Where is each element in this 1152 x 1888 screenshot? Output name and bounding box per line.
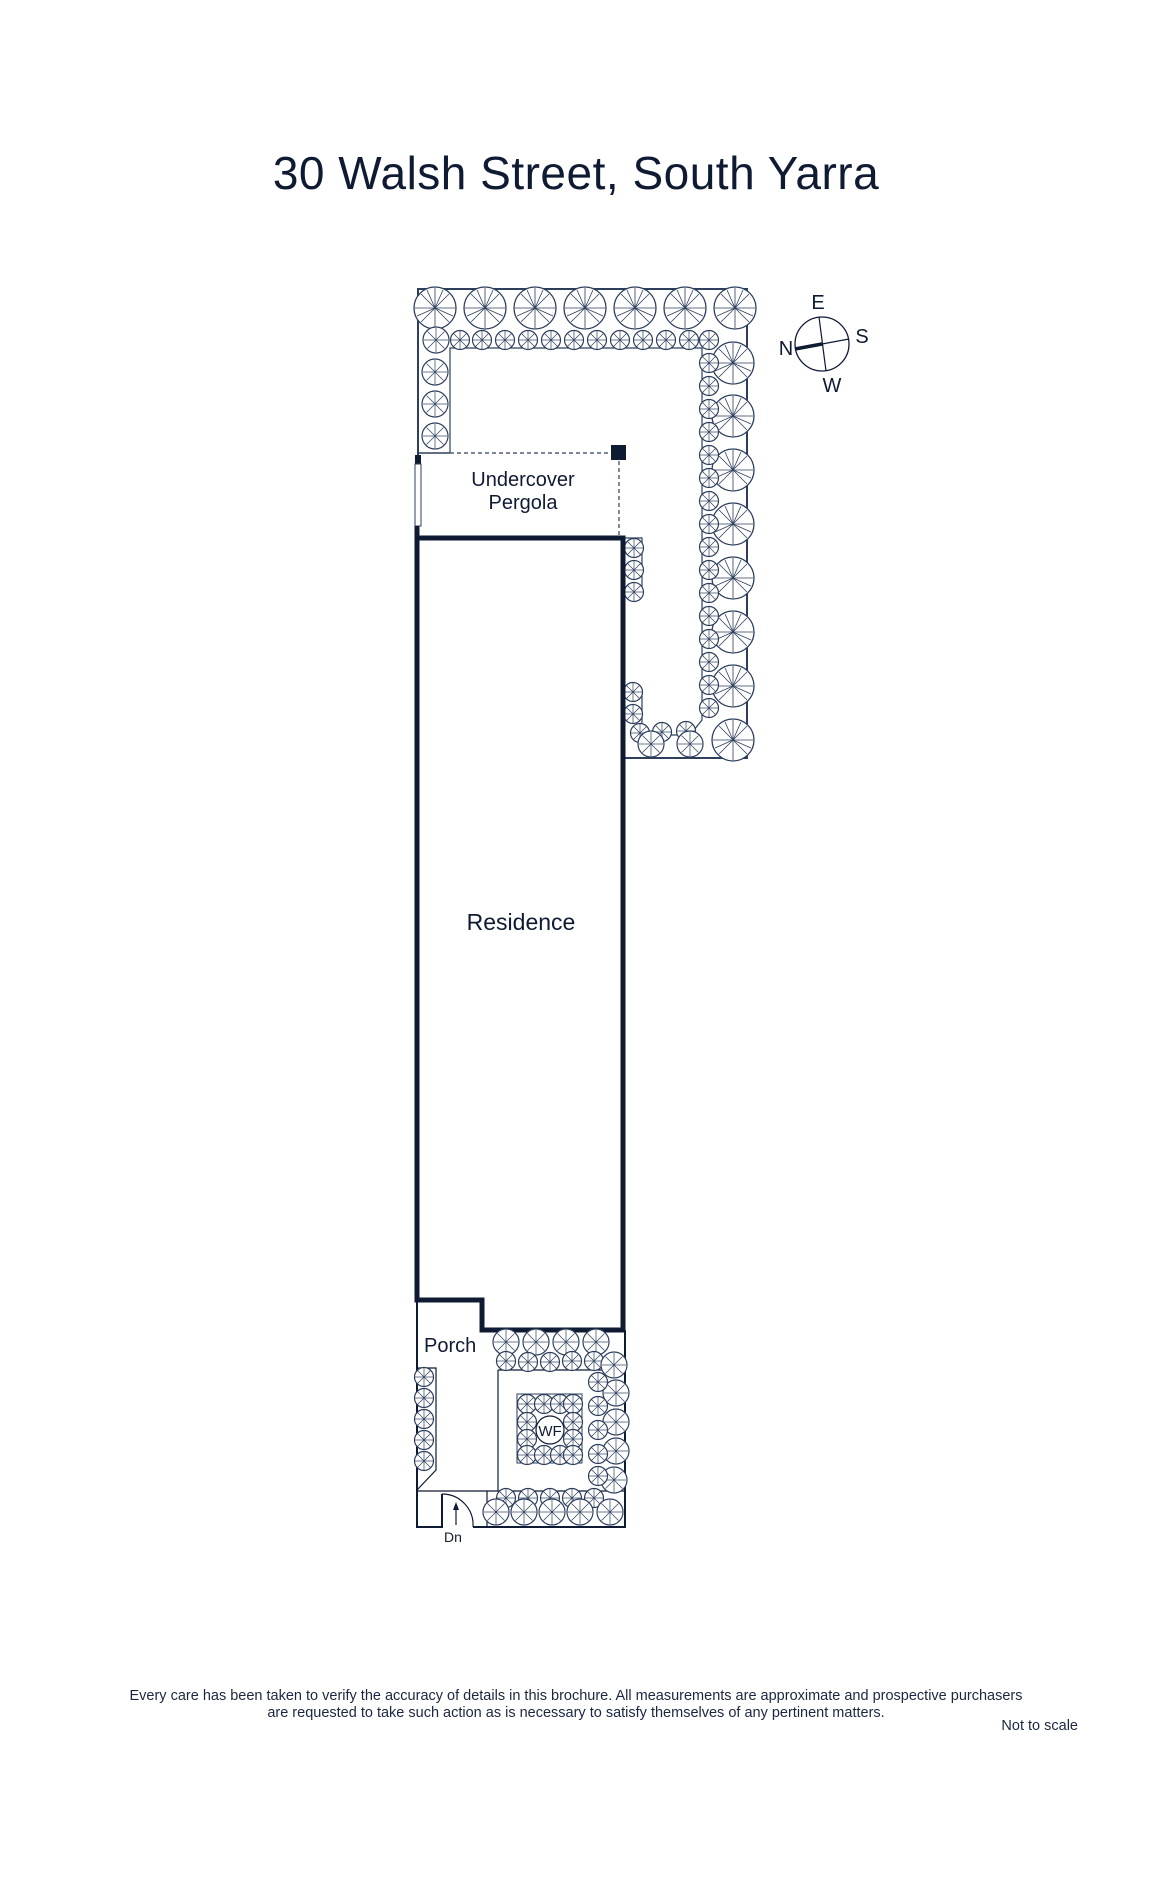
undercover-pergola: Undercover Pergola <box>414 445 626 538</box>
stairs-down-label: Dn <box>444 1529 462 1545</box>
porch-label: Porch <box>424 1335 476 1357</box>
svg-text:S: S <box>855 326 868 348</box>
water-feature-label: WF <box>538 1423 561 1440</box>
water-feature: WF <box>516 1393 584 1466</box>
svg-text:N: N <box>779 338 793 360</box>
disclaimer-line-2: are requested to take such action as is … <box>267 1705 885 1721</box>
svg-text:W: W <box>823 375 842 397</box>
pergola-post <box>611 445 626 460</box>
residence: Residence <box>414 526 626 1333</box>
not-to-scale-note: Not to scale <box>1001 1718 1078 1734</box>
rear-garden-trees <box>413 286 757 762</box>
compass: E S N W <box>779 292 869 397</box>
page-title: 30 Walsh Street, South Yarra <box>272 147 880 199</box>
pergola-label-2: Pergola <box>489 492 559 514</box>
compass-rose-icon <box>794 316 850 372</box>
svg-text:E: E <box>811 292 824 314</box>
residence-label: Residence <box>467 909 576 935</box>
window <box>414 463 422 527</box>
rear-garden-boundary <box>417 288 748 759</box>
pergola-label: Undercover <box>471 469 575 491</box>
disclaimer-line-1: Every care has been taken to verify the … <box>129 1688 1023 1704</box>
disclaimer: Every care has been taken to verify the … <box>0 1688 1152 1722</box>
